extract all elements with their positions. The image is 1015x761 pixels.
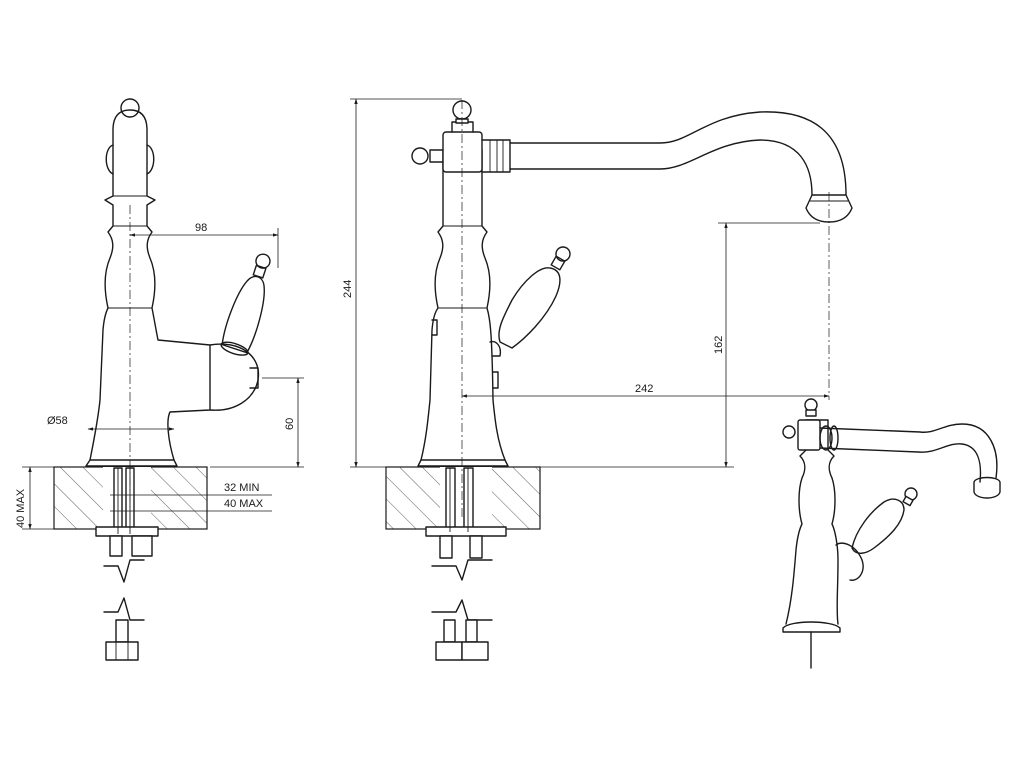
front-faucet-body [420,149,506,461]
dim-deck-thickness-label: 40 MAX [15,488,27,528]
side-base-plate [85,459,178,467]
dim-spout-reach-label: 242 [635,383,653,395]
front-head-block [442,131,483,173]
side-faucet-body [89,109,211,461]
front-base-plate [417,459,509,467]
dim-lever-axis-height: 60 [210,377,304,468]
persp-spout [819,423,998,483]
side-view: 98 Ø58 60 40 MAX 32 MIN 40 MAX [15,98,304,661]
dim-side-lever-reach: 98 [129,222,279,268]
front-lever-handle [489,246,571,357]
front-side-knob [429,149,444,163]
dim-overall-height-label: 244 [342,280,354,298]
dim-spout-reach: 242 [461,383,830,398]
dim-deck-thickness: 40 MAX [15,466,54,530]
dim-deck-range: 32 MIN 40 MAX [110,482,272,512]
dim-lever-axis-height-label: 60 [284,418,296,430]
dim-spout-clearance: 162 [540,222,820,468]
front-mounting-rods [425,467,507,581]
dim-deck-min-label: 32 MIN [224,482,260,494]
dim-side-lever-reach-label: 98 [195,222,207,234]
side-hose-connector [103,597,145,661]
persp-lever [851,498,905,554]
front-view: 244 162 242 [342,98,853,661]
dim-spout-clearance-label: 162 [713,336,725,354]
dim-spout-base-diameter-label: Ø58 [47,415,68,427]
dim-spout-base-diameter: Ø58 [47,415,175,431]
front-hose-connectors [431,599,493,661]
dim-overall-height: 244 [342,98,462,468]
front-spout [481,111,853,223]
dim-deck-max-label: 40 MAX [224,498,264,510]
persp-base [782,621,841,633]
perspective-view [782,398,1001,669]
side-lever-handle [220,253,271,356]
